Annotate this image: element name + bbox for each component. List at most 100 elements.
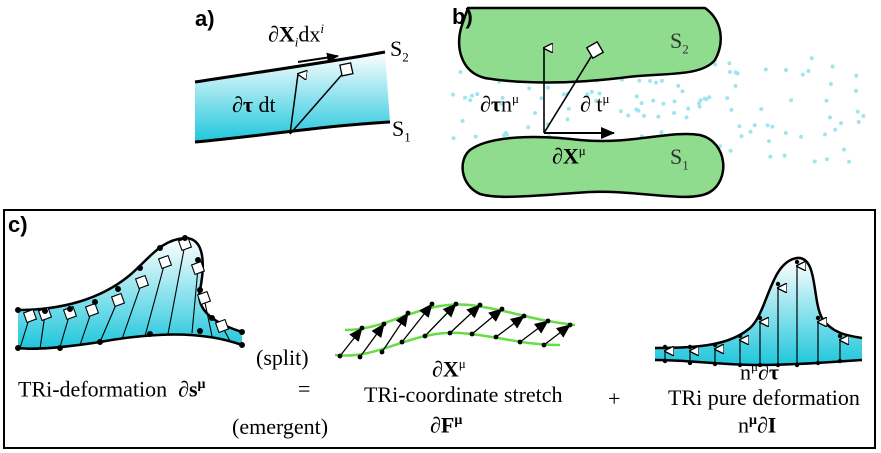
stretch-node xyxy=(379,349,385,355)
panel-b-diagram xyxy=(451,6,866,199)
deformation-node xyxy=(137,265,144,272)
deformation-node xyxy=(15,345,22,352)
deformation-node xyxy=(96,339,103,346)
stretch-node xyxy=(405,310,411,316)
scatter-dot xyxy=(748,129,753,134)
scatter-dot xyxy=(639,101,644,106)
pure-node xyxy=(712,342,718,348)
scatter-dot xyxy=(499,101,504,106)
panel-a-dtau-label: ∂τ dt xyxy=(232,94,276,116)
scatter-dot xyxy=(725,96,730,101)
pure-node xyxy=(837,358,843,364)
scatter-dot xyxy=(713,62,718,67)
scatter-dot xyxy=(651,98,656,103)
stretch-vector xyxy=(449,304,481,334)
scatter-dot xyxy=(634,107,639,112)
stretch-node xyxy=(541,342,547,348)
emergent-label: (emergent) xyxy=(232,414,329,439)
scatter-dot xyxy=(676,83,681,88)
stretch-node xyxy=(517,339,523,345)
stretch-vector xyxy=(424,303,457,337)
panel-a-s1-sub: 1 xyxy=(404,129,411,145)
deformation-fill xyxy=(18,238,242,349)
stretch-sub-sup: μ xyxy=(454,413,463,428)
deformation-vector-square xyxy=(196,290,212,306)
deformation-vector-square xyxy=(134,274,150,290)
panel-c-deformation-diagram xyxy=(15,235,246,352)
deformation-vector-line xyxy=(191,267,199,334)
scatter-dot xyxy=(527,86,532,91)
scatter-dot xyxy=(856,120,861,124)
stretch-node xyxy=(545,318,551,324)
stretch-node xyxy=(567,322,573,328)
stretch-vector xyxy=(401,303,433,343)
panel-a-dx-arrow xyxy=(297,52,339,63)
panel-a-dt-vector xyxy=(289,69,347,135)
scatter-dot xyxy=(828,82,833,87)
pure-node xyxy=(687,360,693,366)
pure-node xyxy=(837,333,843,339)
scatter-dot xyxy=(597,91,602,96)
deformation-node xyxy=(41,308,48,315)
scatter-dot xyxy=(823,132,827,137)
deformation-node xyxy=(91,299,98,306)
panel-b-s1-text: S xyxy=(670,144,683,169)
panel-c-frame xyxy=(3,209,876,449)
scatter-dot xyxy=(470,93,474,98)
panel-b-dtau-tail: n xyxy=(501,91,513,117)
scatter-dot xyxy=(800,72,805,77)
scatter-dot xyxy=(451,92,455,97)
stretch-vector xyxy=(519,320,549,343)
scatter-dot xyxy=(854,88,858,93)
scatter-dot xyxy=(806,69,811,73)
scatter-dot xyxy=(698,98,703,103)
stretch-node xyxy=(381,321,387,327)
stretch-symbol: ∂X xyxy=(432,356,459,382)
pure-symbol-line: nμ∂τ xyxy=(740,360,779,383)
stretch-lower-curve xyxy=(334,331,561,357)
stretch-sub-symbol: ∂F xyxy=(430,412,455,438)
pure-node xyxy=(815,360,821,366)
deformation-sup: μ xyxy=(197,377,206,392)
scatter-dot xyxy=(824,157,829,162)
scatter-dot xyxy=(839,121,844,126)
panel-a-s2-text: S xyxy=(390,36,403,61)
deformation-node xyxy=(195,257,202,264)
pure-node xyxy=(794,362,800,368)
deformation-lower-curve xyxy=(17,333,243,350)
panel-b-dt-sup: μ xyxy=(602,91,610,106)
deformation-vector-square xyxy=(110,292,126,308)
panel-b-dtau-n-label: ∂τnμ xyxy=(480,92,519,115)
stretch-symbol-line: ∂Xμ xyxy=(432,357,466,380)
deformation-vector-square xyxy=(157,254,173,270)
panel-a-dx-tail: dx xyxy=(298,21,321,47)
panel-b-dtau-symbol: ∂τ xyxy=(480,91,502,117)
panel-c-pure-diagram xyxy=(654,256,863,368)
deformation-vector-square xyxy=(214,318,230,334)
pure-symbol-sup: μ xyxy=(751,359,758,374)
stretch-node xyxy=(422,333,428,339)
scatter-dot xyxy=(561,92,566,97)
scatter-dot xyxy=(654,80,658,85)
scatter-dot xyxy=(504,131,508,135)
pure-symbol-n: n xyxy=(740,359,751,385)
scatter-dot xyxy=(473,134,478,139)
stretch-vector xyxy=(339,327,363,357)
deformation-node xyxy=(147,331,154,338)
scatter-dot xyxy=(854,73,859,78)
pure-node xyxy=(687,344,693,350)
scatter-dot xyxy=(589,89,594,94)
panel-b-s1-sub: 1 xyxy=(682,157,689,173)
scatter-dot xyxy=(735,71,740,76)
panel-b-lower-blob xyxy=(461,132,725,199)
scatter-dot xyxy=(697,104,702,109)
deformation-vectors xyxy=(15,235,246,352)
scatter-dot xyxy=(686,106,691,111)
panel-b-s2-sub: 2 xyxy=(682,41,689,57)
scatter-dot xyxy=(661,101,666,106)
plus-sign: + xyxy=(608,386,621,411)
split-label: (split) xyxy=(256,345,309,370)
scatter-dot xyxy=(460,119,465,123)
scatter-dot xyxy=(737,124,742,129)
scatter-dot xyxy=(828,115,832,120)
